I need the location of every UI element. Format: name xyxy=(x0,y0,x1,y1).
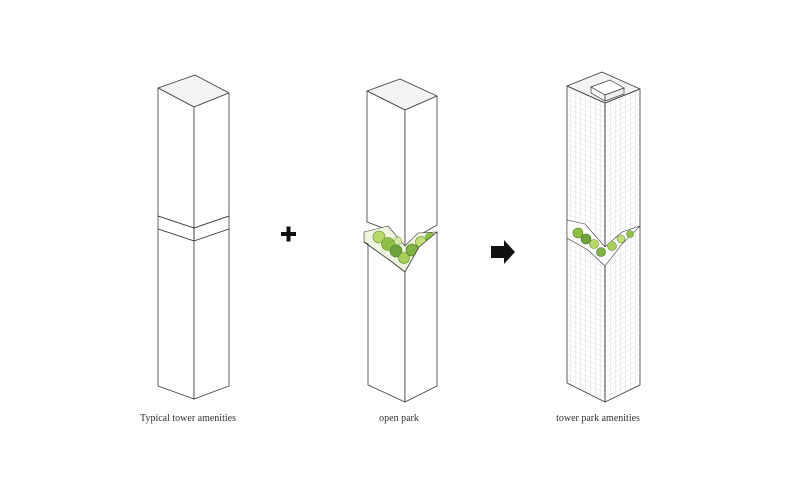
tower-park-amenities xyxy=(566,71,641,403)
tower-open-park xyxy=(363,78,438,403)
tower-amenities-right-facade xyxy=(605,89,640,402)
plus-icon xyxy=(281,226,296,242)
tower-typical-upper-right-face xyxy=(193,92,230,229)
tower-typical-lower-left-face xyxy=(157,228,195,400)
rooftop-mechanical xyxy=(590,79,625,102)
tower-typical-lower-right-face xyxy=(193,228,230,400)
arrow-right-icon xyxy=(491,240,515,264)
tower-park-upper-left-face xyxy=(366,90,406,249)
open-park-foliage xyxy=(363,225,438,273)
caption-typical-tower: Typical tower amenities xyxy=(140,413,236,424)
caption-open-park: open park xyxy=(379,413,419,424)
tower-typical-upper-left-face xyxy=(157,87,195,229)
tower-park-opening xyxy=(566,219,641,267)
tower-park-upper-right-face xyxy=(404,95,438,249)
tower-park-lower-right-face xyxy=(404,231,438,403)
tower-typical xyxy=(157,74,230,400)
caption-tower-park-amenities: tower park amenities xyxy=(556,413,640,424)
